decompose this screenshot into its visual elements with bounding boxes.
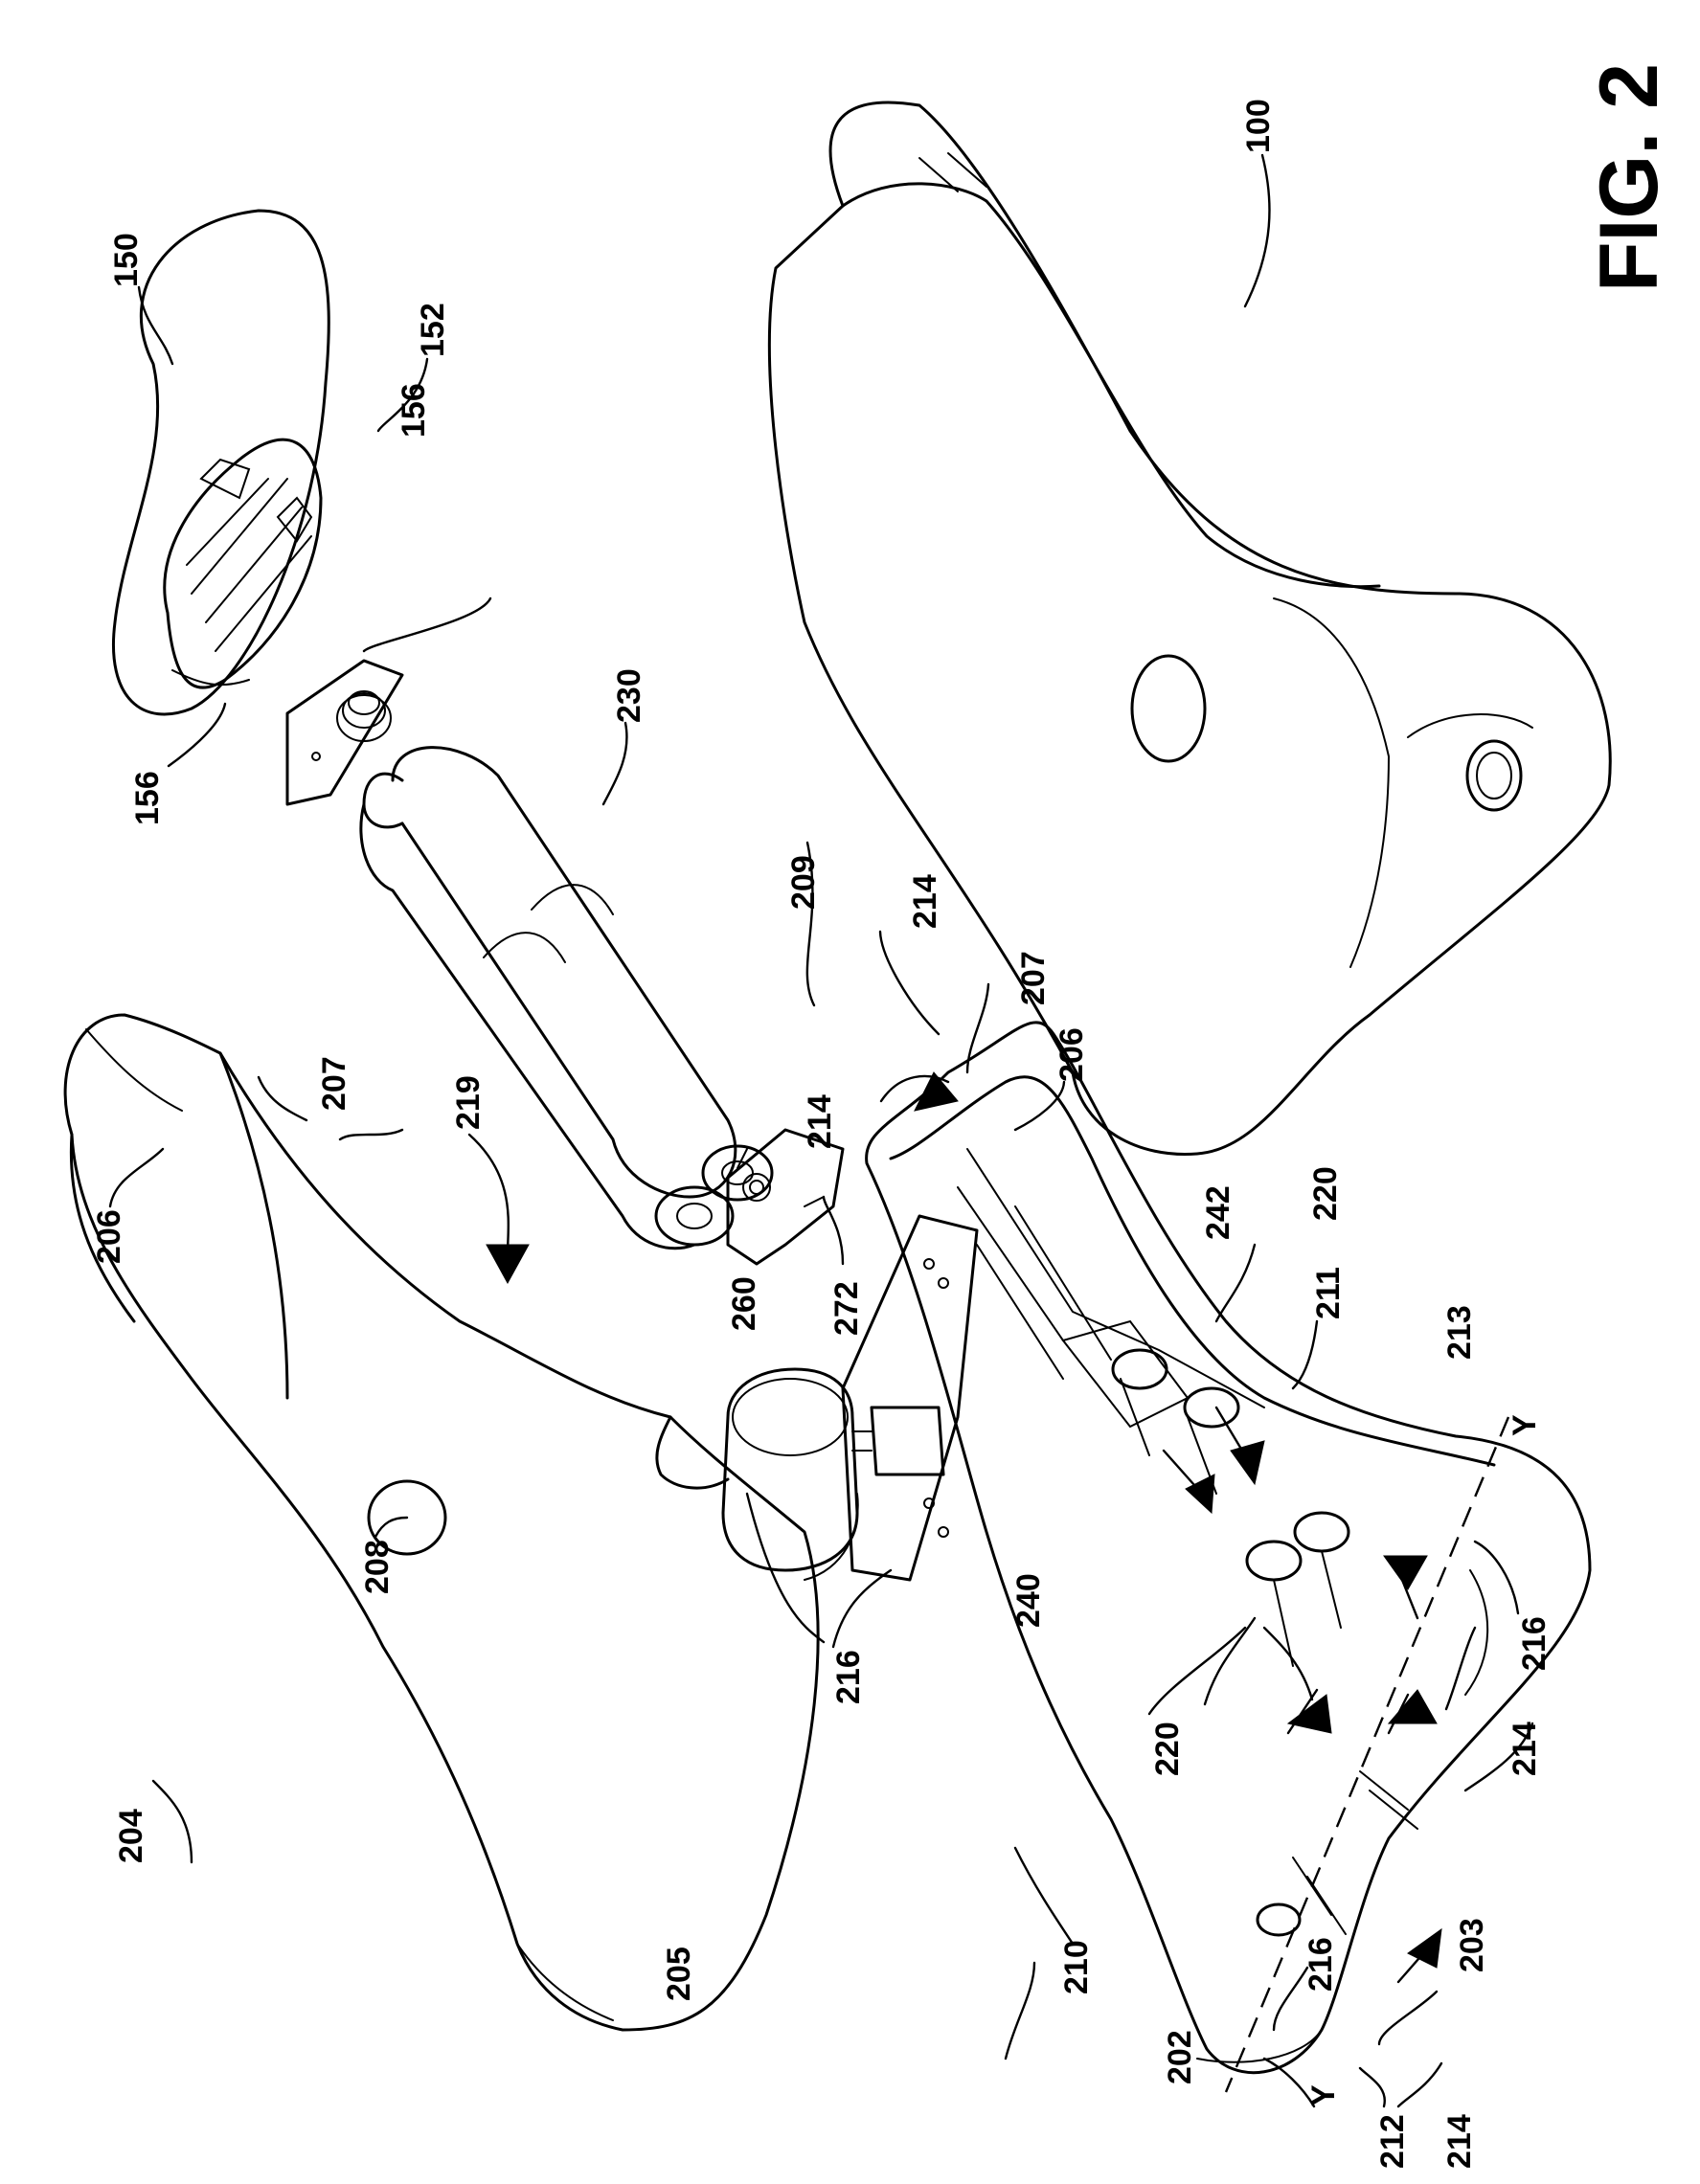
ref-208: 208	[359, 1540, 396, 1594]
ref-242: 242	[1200, 1185, 1236, 1240]
ref-156-right: 156	[396, 383, 432, 438]
ref-207-left: 207	[316, 1056, 352, 1111]
ref-y-top: Y	[1507, 1414, 1543, 1436]
ref-230: 230	[611, 668, 647, 723]
ref-100: 100	[1240, 99, 1277, 153]
ref-214-mid: 214	[802, 1094, 838, 1149]
ref-206-left: 206	[91, 1209, 127, 1264]
ref-203: 203	[1454, 1918, 1490, 1972]
button-260	[723, 1369, 858, 1580]
ref-210: 210	[1058, 1940, 1095, 1994]
ref-214-top: 214	[907, 874, 943, 929]
ref-214-bottom: 214	[1441, 2114, 1478, 2169]
ref-202: 202	[1162, 2030, 1198, 2084]
ref-219: 219	[450, 1075, 487, 1130]
end-cap-150	[113, 211, 329, 714]
ref-260: 260	[726, 1276, 762, 1331]
ref-211: 211	[1310, 1267, 1347, 1319]
spring-contact-152	[287, 661, 402, 804]
ref-214-lower: 214	[1507, 1722, 1543, 1776]
ref-204: 204	[113, 1809, 149, 1863]
ref-216-left: 216	[830, 1650, 867, 1704]
ref-150: 150	[108, 233, 145, 287]
ref-206-right: 206	[1054, 1027, 1090, 1082]
ref-240: 240	[1010, 1573, 1047, 1628]
ref-216-bottom: 216	[1303, 1937, 1339, 1992]
ref-212: 212	[1374, 2114, 1411, 2169]
housing-cover-100	[769, 102, 1610, 1155]
contact-plate-272	[728, 1130, 843, 1264]
ref-207-right: 207	[1015, 951, 1052, 1005]
ref-213: 213	[1441, 1305, 1478, 1360]
ref-209: 209	[785, 855, 822, 910]
ref-216-right: 216	[1516, 1616, 1553, 1671]
ref-152: 152	[415, 303, 451, 357]
figure-title: FIG. 2	[1583, 63, 1675, 292]
ref-220-upper: 220	[1307, 1166, 1344, 1221]
ref-156-left: 156	[129, 771, 166, 825]
reference-labels: 100 150 152 156 156 202 203 204 205 206 …	[91, 99, 1553, 2169]
ref-205: 205	[661, 1947, 697, 2001]
ref-272: 272	[828, 1281, 865, 1336]
batteries-230	[361, 748, 772, 1249]
ref-220-lower: 220	[1149, 1722, 1186, 1776]
ref-y-bottom: Y	[1305, 2084, 1342, 2106]
